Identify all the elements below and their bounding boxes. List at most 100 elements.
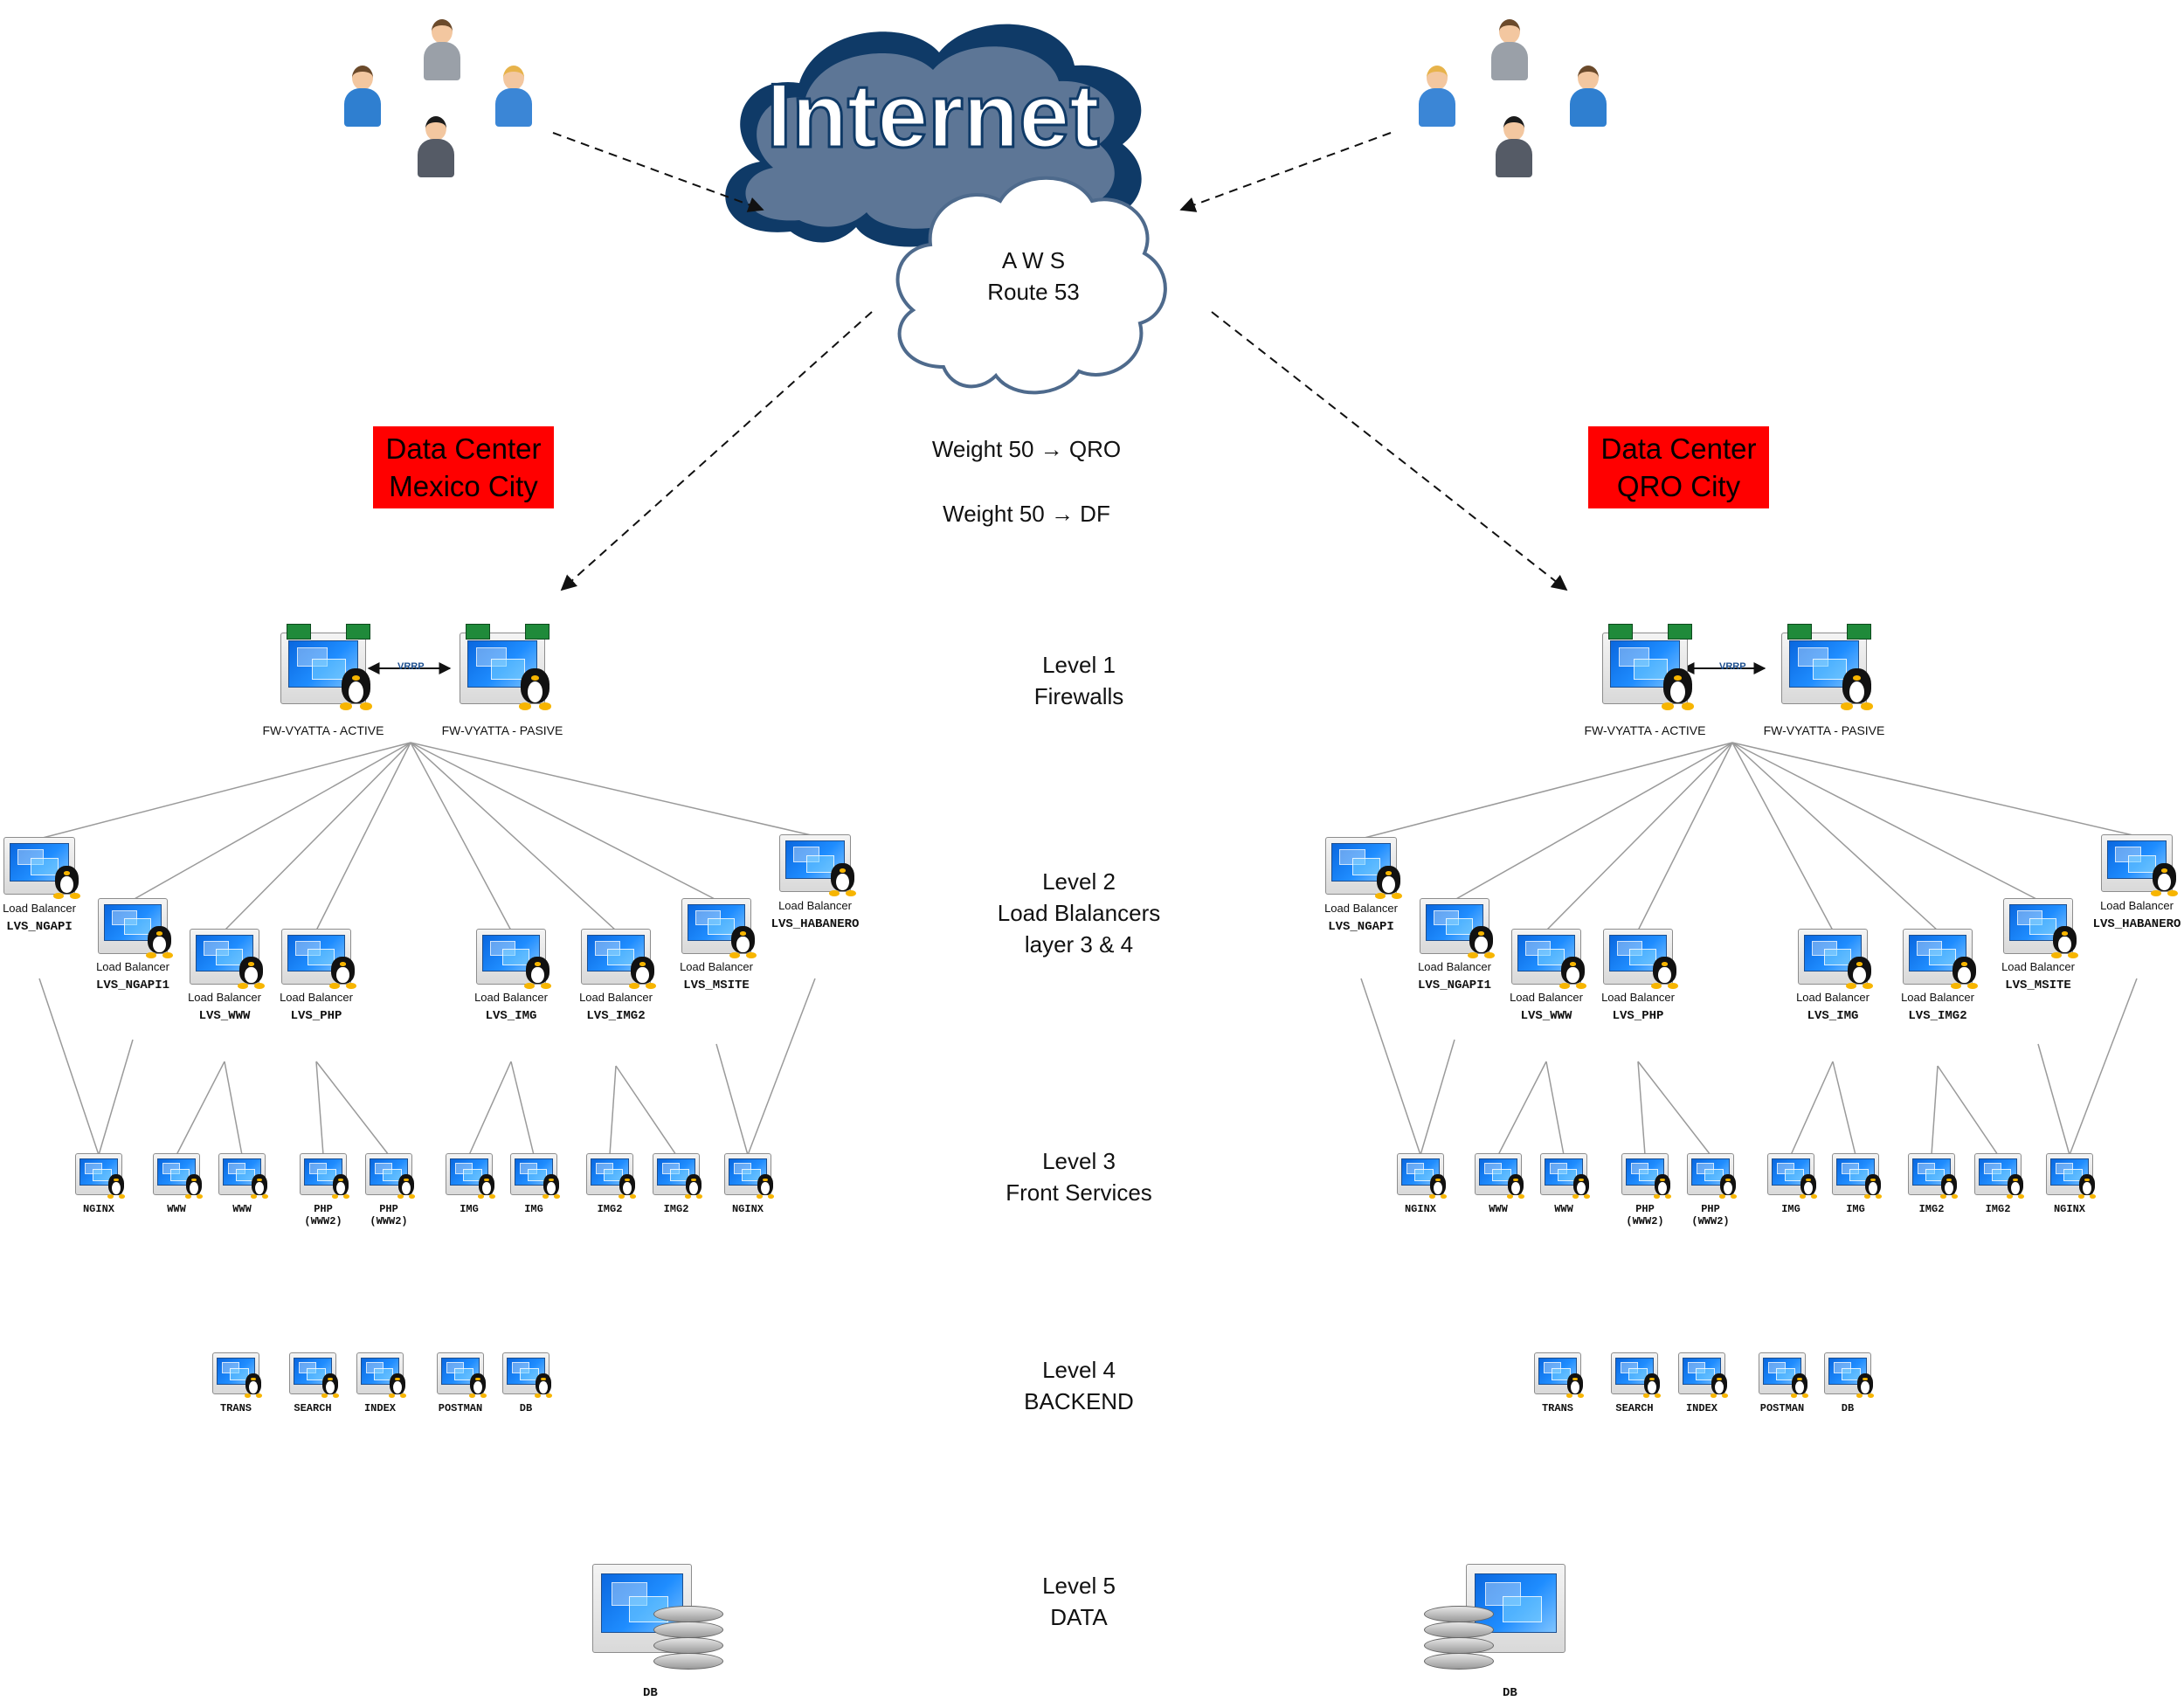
server-name-label: IMG xyxy=(524,1203,543,1215)
monitor-icon xyxy=(2046,1153,2097,1199)
tux-icon xyxy=(729,926,757,958)
monitor-icon xyxy=(1397,1153,1448,1199)
server-name-label: NGINX xyxy=(82,1203,114,1215)
front-service-2: WWW xyxy=(163,1153,321,1216)
server-name-label: PHP (WWW2) xyxy=(1691,1203,1730,1227)
tux-icon xyxy=(1375,866,1402,899)
backend-search: SEARCH xyxy=(1556,1352,1713,1415)
level-4-label: Level 4 BACKEND xyxy=(1024,1357,1134,1414)
server-name-label: LVS_IMG xyxy=(485,1009,537,1023)
connection-line xyxy=(609,1065,617,1156)
tux-icon xyxy=(1428,1174,1448,1199)
server-type-label: Load Balancer xyxy=(579,991,653,1004)
front-service-7: IMG2 xyxy=(531,1153,688,1216)
monitor-icon xyxy=(1903,929,1978,989)
user-icon xyxy=(422,19,462,82)
connections-left xyxy=(38,742,816,1156)
tux-icon xyxy=(107,1174,126,1199)
server-name-label: LVS_WWW xyxy=(1520,1009,1572,1023)
network-card-icon xyxy=(466,624,490,640)
aws-route53-cloud-icon xyxy=(895,176,1167,395)
monitor-icon xyxy=(779,834,856,896)
level-2-label: Level 2 Load Blalancers layer 3 & 4 xyxy=(997,868,1161,958)
tux-icon xyxy=(684,1174,703,1199)
aws-line2: Route 53 xyxy=(987,279,1080,305)
vrrp-label: VRRP xyxy=(1719,661,1746,672)
backend-postman: POSTMAN xyxy=(1704,1352,1861,1415)
firewall-right-active: FW-VYATTA - ACTIVE xyxy=(1566,608,1724,737)
firewall-label: FW-VYATTA - ACTIVE xyxy=(262,723,384,737)
tux-icon xyxy=(1951,957,1978,989)
backend-db: DB xyxy=(1769,1352,1926,1415)
monitor-icon xyxy=(653,1153,703,1199)
server-type-label: Load Balancer xyxy=(96,960,169,973)
tux-icon xyxy=(542,1174,561,1199)
monitor-icon xyxy=(586,1153,637,1199)
connection-line xyxy=(410,742,617,931)
connection-line xyxy=(98,1039,134,1156)
front-service-7: IMG2 xyxy=(1853,1153,2010,1216)
tux-icon xyxy=(329,957,356,989)
front-service-0: NGINX xyxy=(20,1153,177,1216)
server-name-label: NGINX xyxy=(731,1203,764,1215)
server-name-label: LVS_NGAPI xyxy=(6,920,73,934)
connection-line xyxy=(1637,1061,1711,1156)
monitor-icon xyxy=(1832,1153,1883,1199)
connection-line xyxy=(1545,742,1733,931)
monitor-icon xyxy=(446,1153,496,1199)
server-type-label: Load Balancer xyxy=(2100,899,2174,912)
connections-right xyxy=(1360,742,2138,1156)
monitor-icon xyxy=(218,1153,269,1199)
server-name-label: POSTMAN xyxy=(438,1402,483,1414)
backend-index: INDEX xyxy=(1623,1352,1780,1415)
backend-trans: TRANS xyxy=(1479,1352,1636,1415)
connection-line xyxy=(1497,1061,1547,1156)
monitor-icon xyxy=(98,898,173,958)
monitor-icon xyxy=(281,929,356,989)
connection-line xyxy=(1360,978,1421,1156)
tux-icon xyxy=(468,1373,487,1398)
front-service-8: IMG2 xyxy=(1919,1153,2077,1216)
server-name-label: NGINX xyxy=(2053,1203,2085,1215)
datacenter-mexico-label: Data Center Mexico City xyxy=(373,426,554,508)
network-card-icon xyxy=(346,624,370,640)
tux-icon xyxy=(829,863,856,896)
server-type-label: Load Balancer xyxy=(778,899,852,912)
database-icon xyxy=(1424,1606,1494,1674)
tux-icon xyxy=(1718,1174,1738,1199)
front-service-3: PHP (WWW2) xyxy=(245,1153,402,1228)
connection-line xyxy=(1731,742,1939,931)
firewall-left-active: FW-VYATTA - ACTIVE xyxy=(245,608,402,737)
server-name-label: IMG xyxy=(460,1203,479,1215)
tux-icon xyxy=(1856,1373,1875,1398)
tux-icon xyxy=(1559,957,1586,989)
firewall-label: FW-VYATTA - ACTIVE xyxy=(1584,723,1706,737)
connection-line xyxy=(410,742,512,931)
server-name-label: INDEX xyxy=(363,1402,396,1414)
connection-line xyxy=(315,742,411,931)
monitor-icon xyxy=(1781,633,1873,710)
connection-line xyxy=(410,742,816,837)
server-name-label: IMG xyxy=(1846,1203,1865,1215)
connection-line xyxy=(132,742,411,901)
monitor-icon xyxy=(1974,1153,2025,1199)
server-name-label: PHP (WWW2) xyxy=(370,1203,408,1227)
server-name-label: IMG2 xyxy=(597,1203,623,1215)
server-name-label: LVS_IMG2 xyxy=(1908,1009,1967,1023)
monitor-icon xyxy=(1475,1153,1525,1199)
tux-icon xyxy=(524,957,551,989)
tux-icon xyxy=(756,1174,775,1199)
monitor-icon xyxy=(1466,1564,1565,1653)
monitor-icon xyxy=(681,898,757,958)
connection-line xyxy=(1454,742,1733,901)
monitor-icon xyxy=(1908,1153,1959,1199)
user-icon xyxy=(1494,116,1534,179)
front-service-8: IMG2 xyxy=(598,1153,755,1216)
